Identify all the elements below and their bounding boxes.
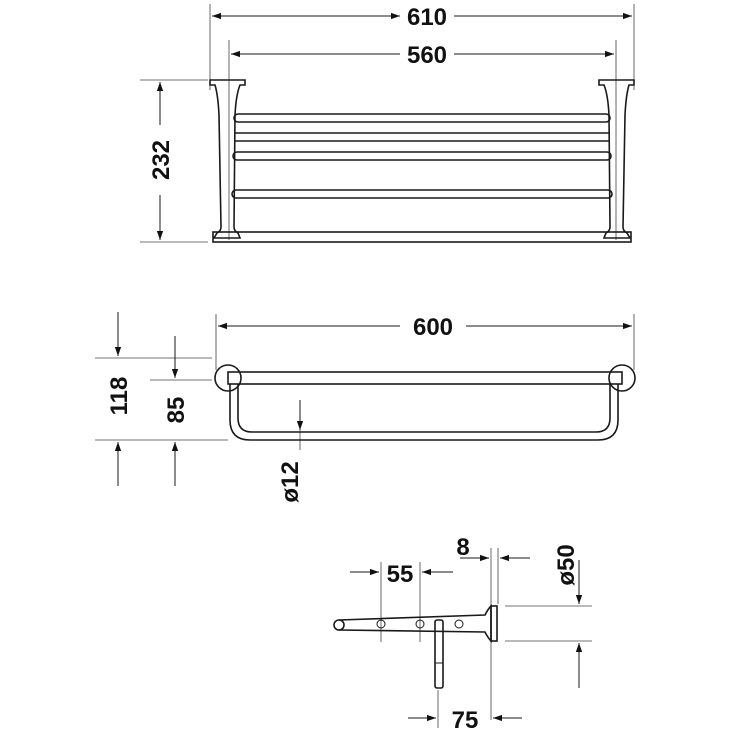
front-view: 610 560 232 <box>140 4 635 243</box>
dimension-plate-thickness: 8 <box>456 534 469 561</box>
top-view: 600 118 85 ø12 <box>95 312 636 503</box>
dimension-plate-diameter: ø50 <box>553 544 580 585</box>
dimension-overall-width: 610 <box>407 4 447 31</box>
dimension-height: 232 <box>148 140 175 180</box>
dimension-hanger-offset: 75 <box>452 707 479 734</box>
dimension-depth-bar: 85 <box>163 397 190 424</box>
dimension-depth-total: 118 <box>106 377 133 416</box>
dimension-mounting-width: 560 <box>407 42 447 69</box>
dimension-length: 600 <box>413 314 453 341</box>
dimension-tube-diameter: ø12 <box>277 461 304 502</box>
side-view: 55 8 ø50 75 <box>333 534 592 734</box>
dimension-hole-spacing: 55 <box>387 561 414 588</box>
